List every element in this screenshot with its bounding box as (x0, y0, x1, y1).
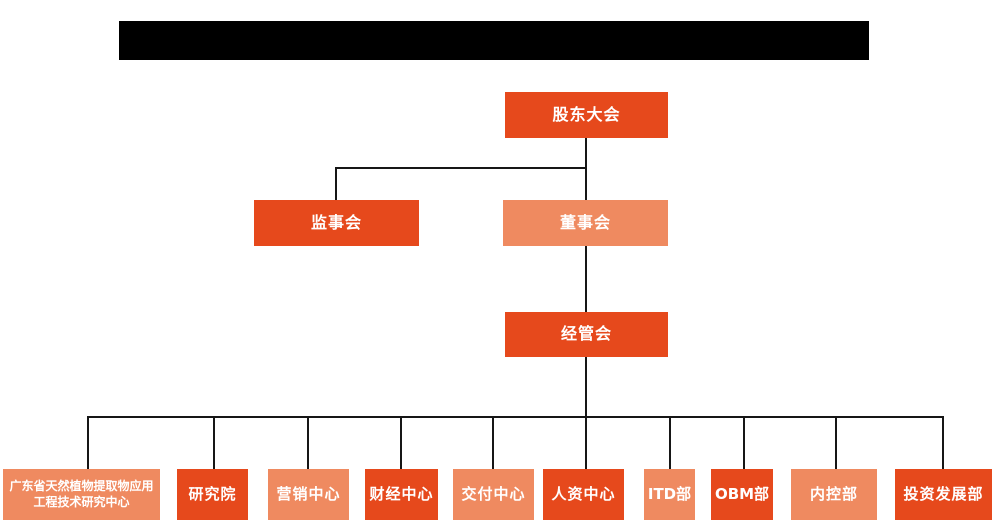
connector-departments-horizontal (87, 416, 944, 418)
connector-dept-drop (492, 416, 494, 470)
org-node-hr-center: 人资中心 (543, 469, 624, 520)
connector-supervisory-drop (335, 167, 337, 200)
connector-dept-drop (87, 416, 89, 470)
connector-root-down (585, 138, 587, 200)
org-node-investment-development-dept: 投资发展部 (895, 469, 992, 520)
connector-directors-management (585, 246, 587, 312)
org-node-itd-department: ITD部 (644, 469, 695, 520)
connector-dept-drop (400, 416, 402, 470)
connector-dept-drop (942, 416, 944, 470)
org-node-internal-control-dept: 内控部 (791, 469, 877, 520)
org-node-finance-center: 财经中心 (365, 469, 438, 520)
org-node-management-committee: 经管会 (505, 312, 668, 357)
org-node-marketing-center: 营销中心 (268, 469, 349, 520)
org-node-obm-department: OBM部 (711, 469, 773, 520)
org-node-delivery-center: 交付中心 (453, 469, 534, 520)
redacted-title-bar (119, 21, 869, 60)
org-node-supervisory-board: 监事会 (254, 200, 419, 246)
connector-dept-drop (835, 416, 837, 470)
org-node-research-institute: 研究院 (177, 469, 248, 520)
connector-dept-drop (669, 416, 671, 470)
org-node-shareholders-meeting: 股东大会 (505, 92, 668, 138)
connector-management-down (585, 357, 587, 470)
connector-dept-drop (213, 416, 215, 470)
connector-dept-drop (307, 416, 309, 470)
connector-dept-drop (743, 416, 745, 470)
connector-level2-horizontal (335, 167, 587, 169)
org-node-gd-natural-plant-extract-research-center: 广东省天然植物提取物应用工程技术研究中心 (3, 469, 160, 520)
org-node-board-of-directors: 董事会 (503, 200, 668, 246)
